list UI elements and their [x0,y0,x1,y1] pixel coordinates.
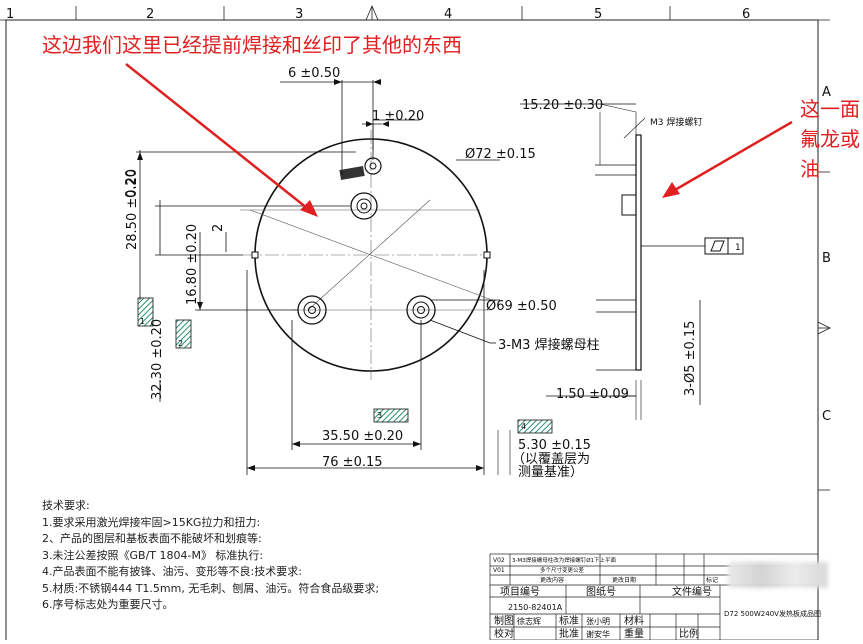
dim-35-50: 35.50 ±0.20 [322,429,403,444]
top-hole [364,157,382,175]
date-col: 更改日期 [612,576,636,584]
redacted-area [728,562,828,588]
note-item-6: 6.序号标志处为重要尺寸。 [42,598,174,611]
label-m3-screw: M3 焊接螺钉 [650,116,702,128]
rev-v02: V02 [493,557,505,564]
project-no-value: 2150-82401A [508,603,563,612]
rev-note2: 多个尺寸变更公差 [540,566,585,574]
drawing-no-label: 图纸号 [586,585,616,598]
dim-note-1: （以覆盖层为 [512,452,590,467]
material-label: 材料 [624,614,644,627]
marker-3: 3 [373,408,409,423]
dim-dia69: Ø69 ±0.50 [486,299,557,314]
weight-label: 重量 [624,627,644,640]
dim-6: 6 ±0.50 [288,66,340,81]
right-ruler: A B C [817,85,831,491]
annotation-right-1: 这一面 [800,97,860,121]
scale-label: 比例 [679,627,699,640]
annotation-arrow-right [662,120,793,198]
top-ruler: 1 2 3 4 5 6 [0,4,830,22]
marker-2: 2 [175,319,192,349]
dim-0-20: 0.20 [124,169,139,198]
marker-4-label: 4 [521,422,526,431]
silkscreen-mark [339,165,365,181]
change-col: 更改内容 [540,576,564,584]
dim-2: 2 [211,224,226,232]
check-label: 校对 [494,627,514,640]
marker-3-label: 3 [377,411,382,420]
dim-3-dia5: 3-Ø5 ±0.15 [683,321,698,396]
dim-5-30: 5.30 ±0.15 [518,438,591,453]
file-no-label: 文件编号 [672,585,712,598]
annotation-arrow-left [125,63,318,217]
ruler-label-5: 5 [594,7,602,22]
sign-col: 标记 [706,576,718,584]
note-item-1: 1.要求采用激光焊接牢固>15KG拉力和扭力: [42,515,261,529]
dim-76: 76 ±0.15 [322,455,383,470]
ruler-label-c: C [822,409,831,424]
label-nuts: 3-M3 焊接螺母柱 [498,337,600,353]
annotation-right-2: 氟龙或 [800,127,860,151]
marker-1: 1 [137,297,154,327]
dim-1: 1 ±0.20 [372,109,424,124]
draft-label: 制图 [494,614,514,627]
ruler-label-3: 3 [295,7,303,22]
dim-32-30: 32.30 ±0.20 [150,319,165,400]
dim-dia72: Ø72 ±0.15 [465,147,536,162]
approve-label: 批准 [559,627,579,640]
dim-28-50: 28.50 ±0.20 [125,169,140,250]
drafter-name: 徐志辉 [517,616,541,626]
dim-1-50: 1.50 ±0.09 [556,387,629,402]
product-name: D72 500W240V发热板成品图 [724,609,821,618]
note-item-5: 5.材质:不锈钢444 T1.5mm, 无毛刺、刨屑、油污。符合食品级要求; [42,581,380,595]
title-block-text: V02 V01 3-M3焊接螺母柱改为焊接螺钉Ø1下上平面 多个尺寸变更公差 更… [493,556,821,640]
std-person: 张小明 [586,617,610,626]
note-item-4: 4.产品表面不能有披锋、油污、变形等不良:技术要求: [42,565,302,578]
annotation-top-note: 这边我们这里已经提前焊接和丝印了其他的东西 [42,33,462,57]
marker-4: 4 [517,419,553,434]
ruler-label-b: B [822,251,831,266]
dim-15-20: 15.20 ±0.30 [522,98,603,113]
marker-2-label: 2 [178,339,183,348]
notes-title: 技术要求: [42,499,90,512]
dim-note-2: 测量基准） [518,465,583,480]
ruler-label-6: 6 [742,7,750,22]
marker-1-label: 1 [140,317,145,326]
technical-requirements: 技术要求: 1.要求采用激光焊接牢固>15KG拉力和扭力: 2、产品的图层和基板… [42,498,379,614]
flatness-value: 1 [735,243,741,253]
dim-16-80: 16.80 ±0.20 [185,224,200,305]
rev-v01: V01 [493,567,505,574]
approver-name: 谢安华 [586,629,610,639]
front-view [240,130,493,380]
ruler-label-1: 1 [6,7,14,22]
note-item-3: 3.未注公差按照《GB/T 1804-M》 标准执行: [42,548,264,562]
ruler-label-a: A [822,85,831,100]
note-item-2: 2、产品的图层和基板表面不能破坏和划痕等: [42,532,262,545]
annotation-right-3: 油 [800,157,820,181]
project-no-label: 项目编号 [500,585,540,598]
ruler-label-4: 4 [444,7,452,22]
std-label: 标准 [559,615,579,627]
ruler-label-2: 2 [146,7,154,22]
arrowheads [137,79,484,471]
rev-note: 3-M3焊接螺母柱改为焊接螺钉Ø1下上平面 [512,556,617,564]
nut-upper [350,192,378,220]
side-view [497,103,744,475]
